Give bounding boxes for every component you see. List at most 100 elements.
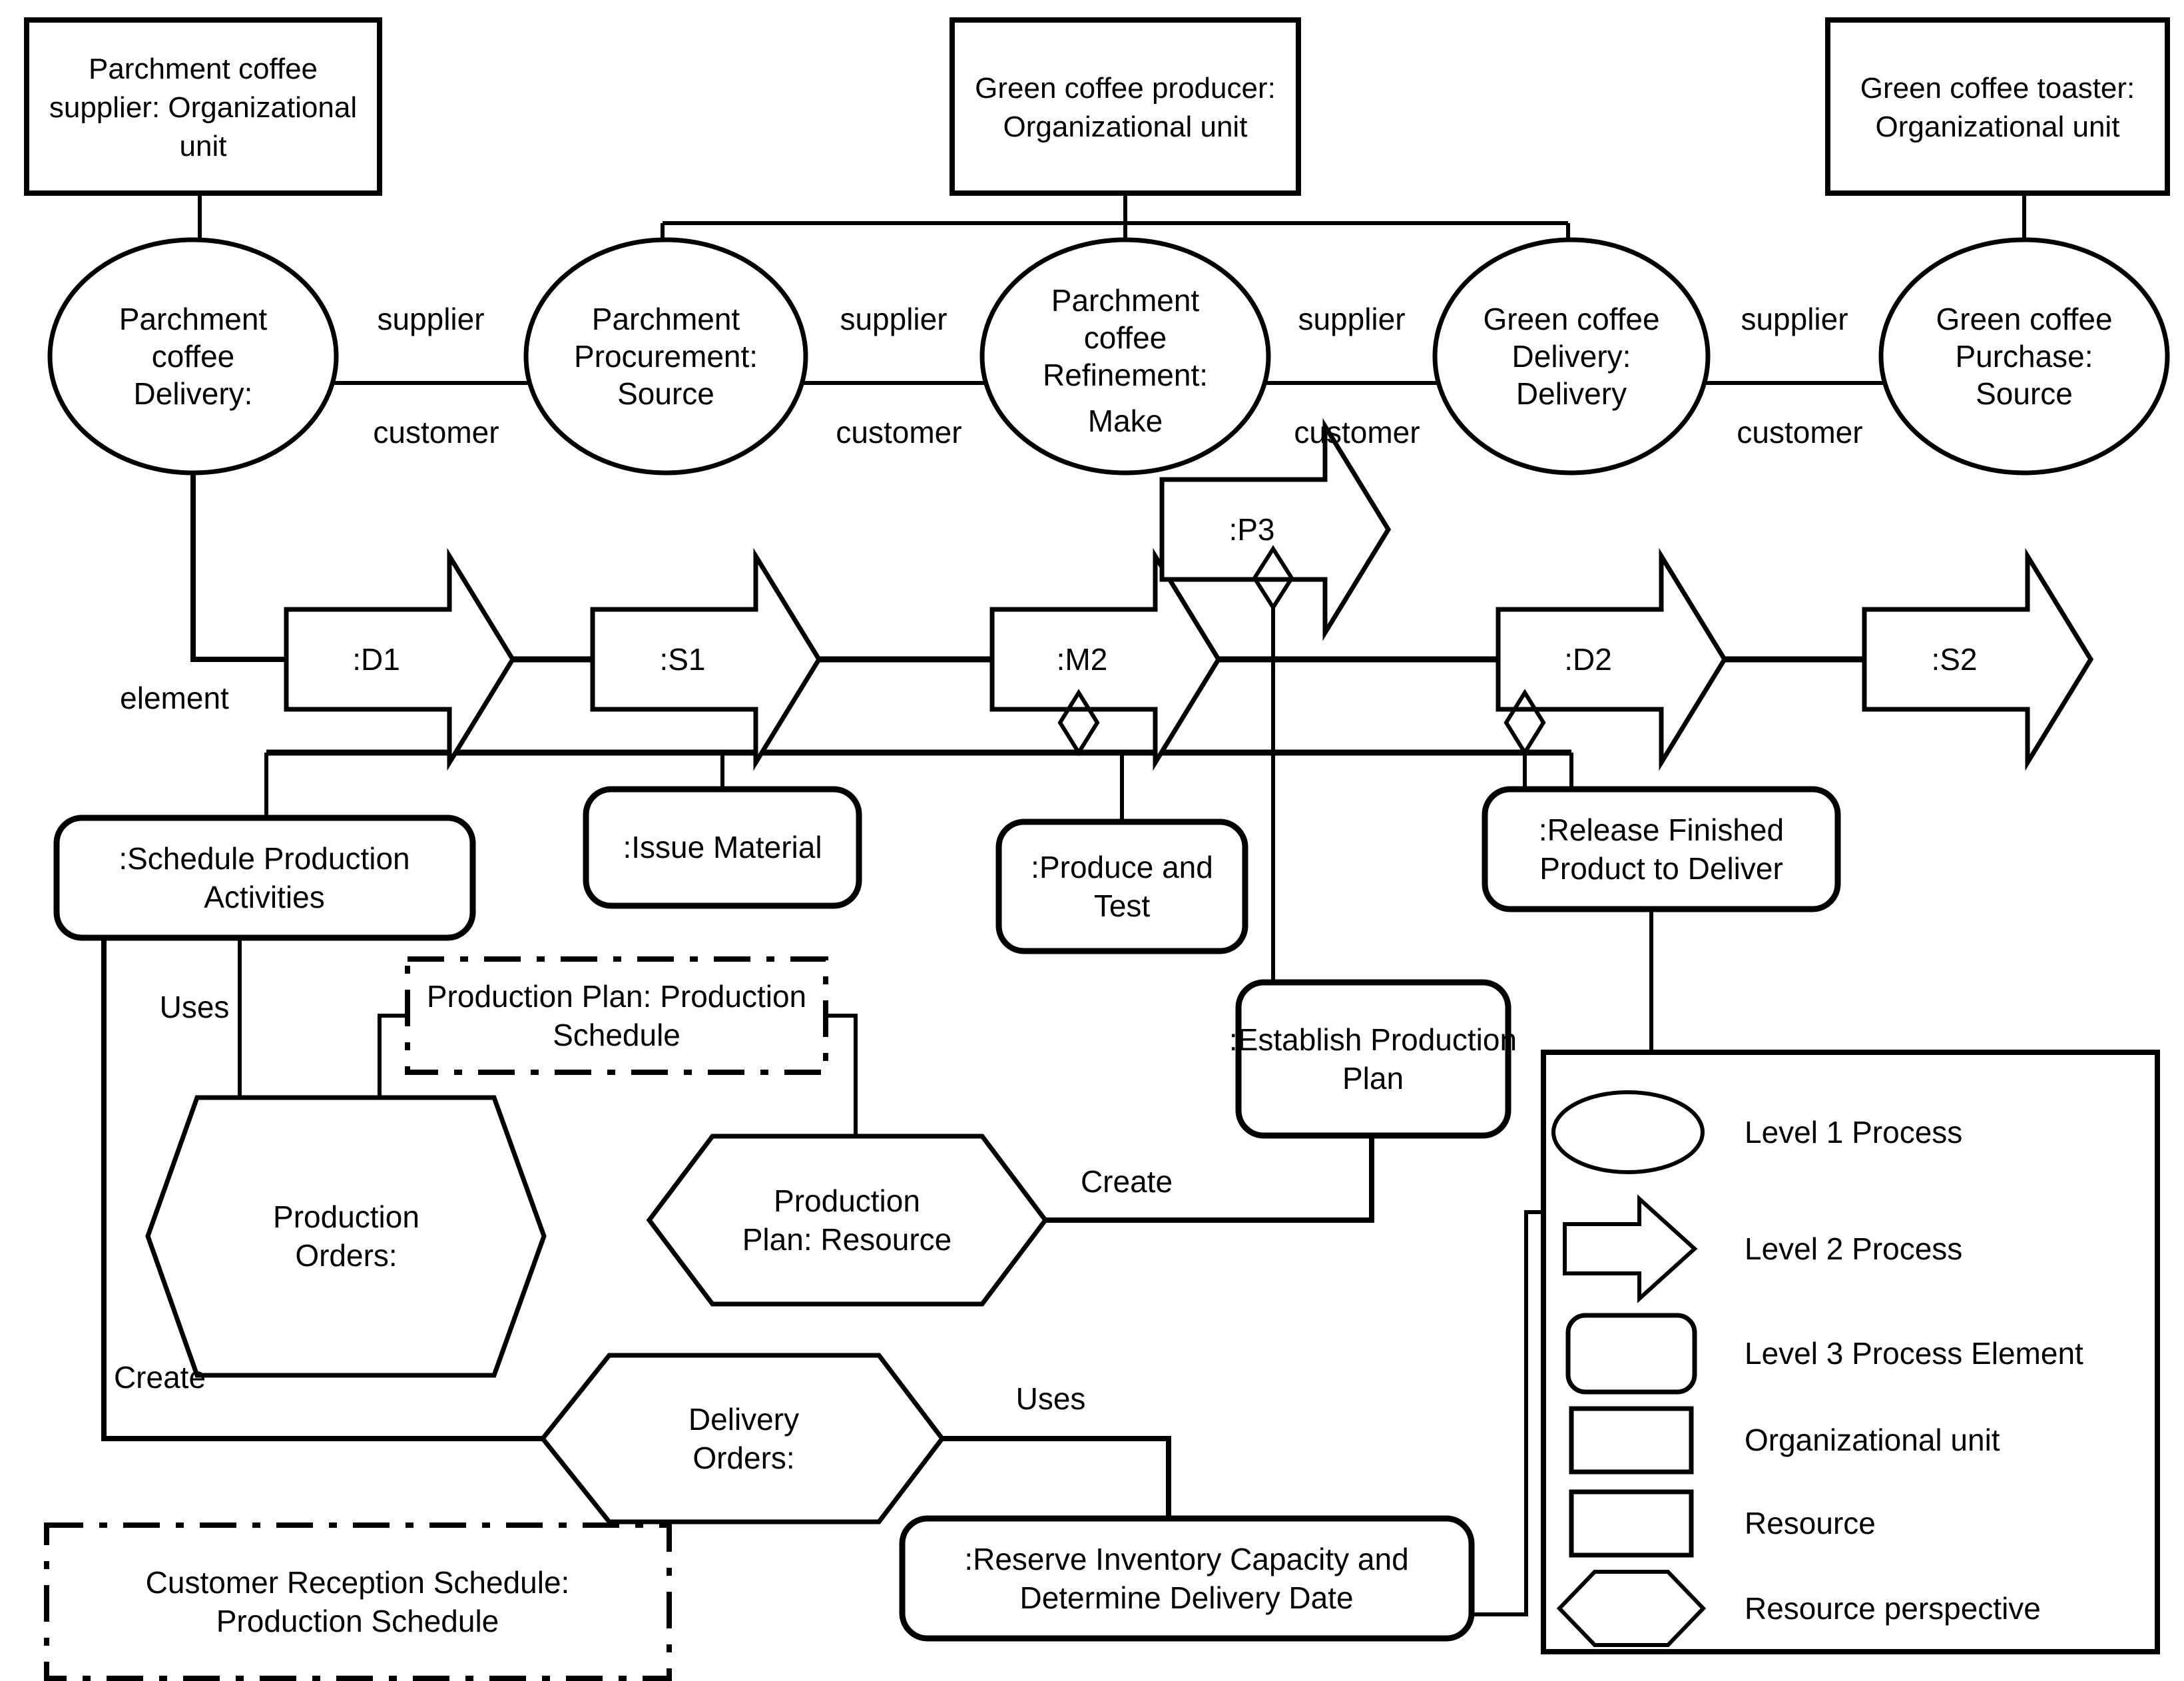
level1-greencoffee-delivery-line1: Green coffee bbox=[1483, 302, 1659, 336]
connector-producer-bracket bbox=[661, 193, 1570, 241]
legend-resource-icon bbox=[1569, 1489, 1694, 1558]
level2-arrow-m2 bbox=[989, 547, 1222, 771]
legend-arrow-icon bbox=[1563, 1194, 1698, 1303]
delivery-orders-line1: Delivery bbox=[688, 1402, 799, 1437]
connector-deliveryorders-reserve bbox=[942, 1436, 1171, 1518]
connector-ppresource-establish bbox=[1045, 1136, 1374, 1223]
level3-establish-line2: Plan bbox=[1342, 1061, 1404, 1096]
production-schedules bbox=[44, 956, 828, 1681]
level2-arrow-p3 bbox=[1159, 418, 1392, 641]
org-unit-green-producer-box bbox=[950, 17, 1301, 196]
delivery-orders-line2: Orders: bbox=[692, 1441, 794, 1475]
level1-parchment-delivery-line2: coffee bbox=[152, 339, 234, 374]
level3-establish-line1: :Establish Production bbox=[1229, 1022, 1517, 1057]
legend-label-orgunit: Organizational unit bbox=[1745, 1423, 2000, 1457]
hexagon-production-plan-resource bbox=[646, 1134, 1049, 1307]
level1-greencoffee-delivery-line2: Delivery: bbox=[1512, 339, 1631, 374]
level2-arrow-s1 bbox=[590, 547, 822, 771]
level2-m2-label: :M2 bbox=[1057, 642, 1108, 677]
level2-d2-label: :D2 bbox=[1564, 642, 1612, 677]
level2-processes bbox=[284, 418, 2094, 771]
org-unit-green-toaster-line1: Green coffee toaster: bbox=[1860, 72, 2135, 105]
level1-parchment-delivery-line3: Delivery: bbox=[134, 376, 253, 411]
level1-parchment-procurement-line1: Parchment bbox=[592, 302, 740, 336]
org-units bbox=[24, 17, 2170, 196]
resource-perspectives bbox=[145, 1095, 1049, 1524]
hexagon-production-orders bbox=[145, 1095, 547, 1378]
level1-greencoffee-purchase-line1: Green coffee bbox=[1936, 302, 2112, 336]
level3-release-line2: Product to Deliver bbox=[1539, 851, 1783, 886]
level3-schedule-box bbox=[53, 815, 476, 941]
distribution-stubs bbox=[264, 753, 1573, 822]
schedule-customer-reception-box bbox=[44, 1522, 672, 1681]
org-unit-green-producer-line1: Green coffee producer: bbox=[975, 72, 1276, 105]
level3-schedule-line2: Activities bbox=[204, 880, 324, 914]
level1-parchment-refinement-line4: Make bbox=[1088, 404, 1163, 438]
production-plan-resource-line2: Plan: Resource bbox=[742, 1222, 952, 1257]
level2-arrow-d1 bbox=[284, 547, 516, 771]
relation3-customer: customer bbox=[1294, 415, 1420, 450]
diamond-m2 bbox=[1057, 689, 1100, 757]
connector-element-line bbox=[190, 473, 286, 662]
org-unit-green-toaster-box bbox=[1825, 17, 2170, 196]
org-unit-green-producer-line2: Organizational unit bbox=[1003, 111, 1248, 143]
level1-parchment-refinement bbox=[979, 237, 1271, 476]
relation1-supplier: supplier bbox=[377, 302, 484, 336]
level2-d1-label: :D1 bbox=[352, 642, 400, 677]
edge-label-uses-left: Uses bbox=[160, 990, 230, 1024]
level3-produce-line1: :Produce and bbox=[1031, 850, 1213, 884]
relation4-supplier: supplier bbox=[1741, 302, 1848, 336]
level1-greencoffee-purchase-line2: Purchase: bbox=[1955, 339, 2093, 374]
level1-parchment-refinement-line2: coffee bbox=[1084, 320, 1167, 355]
level1-greencoffee-delivery bbox=[1432, 237, 1711, 476]
legend-label-level3: Level 3 Process Element bbox=[1745, 1336, 2083, 1371]
level1-greencoffee-delivery-line3: Delivery bbox=[1516, 376, 1627, 411]
schedule-customer-reception-line2: Production Schedule bbox=[216, 1604, 499, 1638]
level1-greencoffee-purchase-line3: Source bbox=[1976, 376, 2073, 411]
legend-orgunit-icon bbox=[1569, 1406, 1694, 1475]
production-orders-line2: Orders: bbox=[295, 1238, 397, 1273]
level3-reserve-line2: Determine Delivery Date bbox=[1019, 1580, 1353, 1615]
production-orders-line1: Production bbox=[273, 1199, 419, 1234]
level1-parchment-procurement-line2: Procurement: bbox=[574, 339, 758, 374]
legend-label-resource: Resource bbox=[1745, 1506, 1876, 1540]
level3-reserve-box bbox=[899, 1515, 1475, 1642]
level2-s1-label: :S1 bbox=[659, 642, 705, 677]
schedule-production-plan-line2: Schedule bbox=[553, 1018, 681, 1052]
connectors bbox=[101, 193, 2026, 1616]
level1-parchment-delivery bbox=[47, 237, 339, 476]
level1-parchment-procurement-line3: Source bbox=[617, 376, 714, 411]
legend-label-level2: Level 2 Process bbox=[1745, 1231, 1962, 1266]
level1-parchment-refinement-line3: Refinement: bbox=[1043, 358, 1208, 392]
relation4-customer: customer bbox=[1737, 415, 1862, 450]
level1-parchment-refinement-line1: Parchment bbox=[1051, 283, 1200, 318]
level1-parchment-delivery-line1: Parchment bbox=[119, 302, 268, 336]
level3-release-box bbox=[1482, 786, 1841, 912]
level2-arrow-s2 bbox=[1862, 547, 2094, 771]
hexagon-delivery-orders bbox=[539, 1353, 946, 1524]
schedule-production-plan-box bbox=[405, 956, 828, 1075]
legend-label-resource-perspective: Resource perspective bbox=[1745, 1591, 2041, 1626]
level3-establish-box bbox=[1235, 979, 1511, 1139]
org-unit-parchment-supplier-box bbox=[24, 17, 382, 196]
org-unit-parchment-supplier-line2: supplier: Organizational bbox=[49, 91, 357, 124]
legend-label-level1: Level 1 Process bbox=[1745, 1115, 1962, 1150]
diamond-d2 bbox=[1503, 689, 1546, 757]
labels: Parchment coffee supplier: Organizationa… bbox=[49, 53, 2135, 1638]
schedule-customer-reception-line1: Customer Reception Schedule: bbox=[146, 1565, 570, 1600]
diamonds bbox=[1057, 545, 1546, 757]
connector-ppschedule-productionorders bbox=[378, 1014, 408, 1098]
level3-issue-box bbox=[583, 786, 862, 909]
relation2-supplier: supplier bbox=[840, 302, 947, 336]
level3-issue-line1: :Issue Material bbox=[623, 830, 822, 864]
level1-greencoffee-purchase bbox=[1878, 237, 2170, 476]
legend-hexagon-icon bbox=[1556, 1570, 1707, 1647]
level3-reserve-line1: :Reserve Inventory Capacity and bbox=[964, 1542, 1408, 1576]
edge-label-uses-right: Uses bbox=[1016, 1381, 1086, 1416]
level1-parchment-procurement bbox=[523, 237, 808, 476]
schedule-production-plan-line1: Production Plan: Production bbox=[427, 979, 806, 1014]
legend-rounded-rect-icon bbox=[1565, 1313, 1697, 1395]
diamond-p3 bbox=[1252, 545, 1294, 611]
